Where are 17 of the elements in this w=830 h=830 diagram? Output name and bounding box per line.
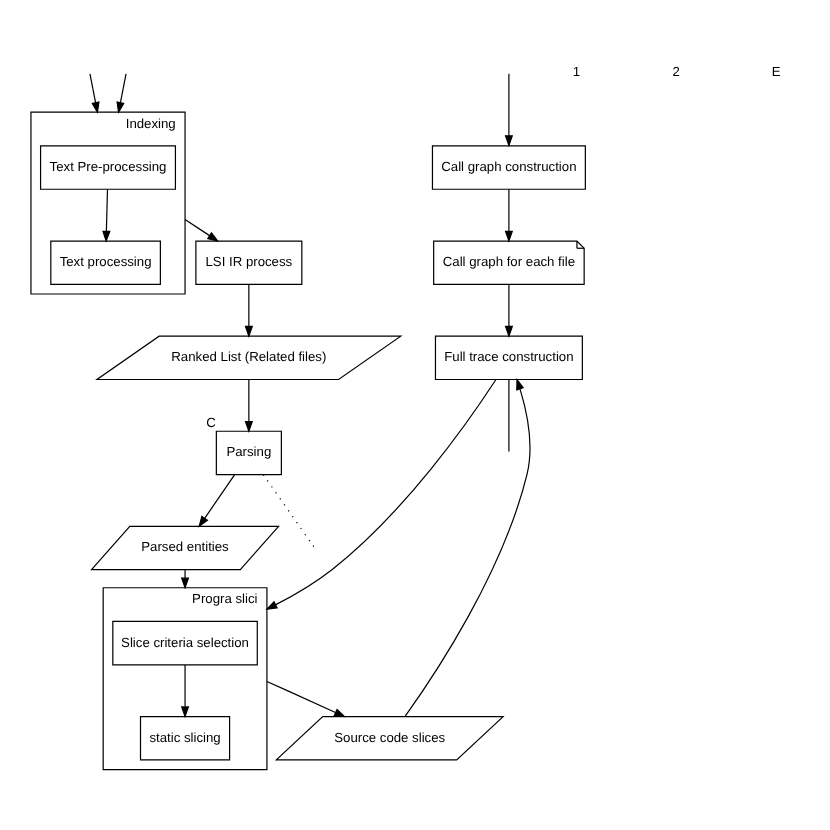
arrow: [265, 379, 497, 610]
arrow: [180, 569, 190, 590]
arrow: [116, 73, 127, 114]
arrow: [266, 680, 347, 718]
arrow: [244, 283, 254, 338]
connector: [508, 379, 510, 453]
arrow: [504, 283, 514, 338]
arrow: [198, 474, 236, 528]
connector: [262, 474, 315, 548]
arrow: [244, 379, 254, 433]
arrow: [504, 73, 514, 148]
arrow: [184, 218, 220, 242]
arrow: [180, 664, 190, 719]
arrow: [89, 73, 100, 114]
arrow: [504, 188, 514, 243]
arrow: [404, 377, 531, 717]
arrow: [102, 188, 111, 243]
